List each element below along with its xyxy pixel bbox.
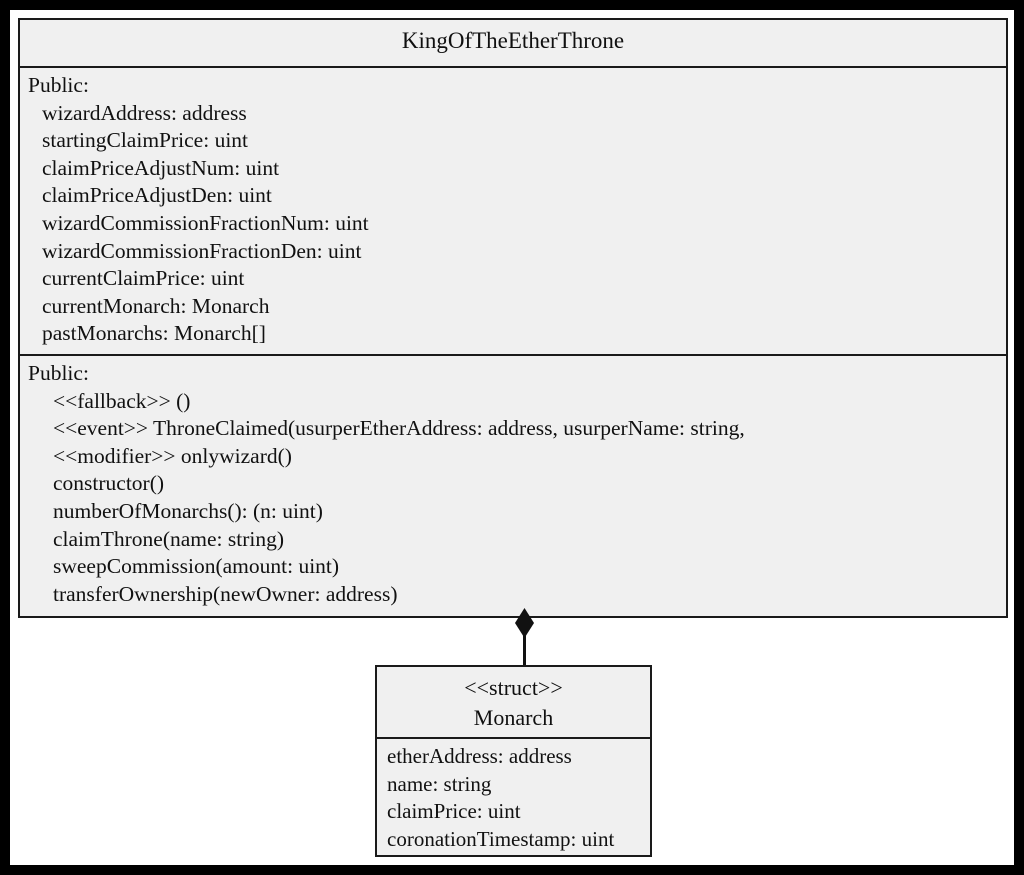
struct-fields-compartment: etherAddress: address name: string claim… — [377, 737, 650, 855]
struct-field-row: coronationTimestamp: uint — [387, 826, 615, 851]
struct-title-compartment: <<struct>> Monarch — [377, 667, 650, 737]
struct-name-label: Monarch — [473, 705, 554, 730]
attribute-row: wizardAddress: address — [42, 100, 247, 125]
struct-stereotype-label: <<struct>> — [464, 675, 563, 700]
class-methods-compartment: Public: <<fallback>> () <<event>> Throne… — [20, 354, 1006, 616]
class-name-label: KingOfTheEtherThrone — [401, 28, 625, 53]
attribute-row: claimPriceAdjustDen: uint — [42, 183, 272, 208]
method-row: <<fallback>> () — [53, 388, 191, 413]
attribute-row: wizardCommissionFractionDen: uint — [42, 238, 362, 263]
class-title-compartment: KingOfTheEtherThrone — [20, 20, 1006, 66]
method-row: sweepCommission(amount: uint) — [53, 554, 340, 579]
attributes-visibility-label: Public: — [28, 73, 89, 97]
method-row: <<event>> ThroneClaimed(usurperEtherAddr… — [53, 416, 745, 441]
filled-diamond-icon — [515, 608, 534, 638]
methods-visibility-label: Public: — [28, 361, 89, 385]
composition-relationship — [513, 608, 535, 668]
method-row: <<modifier>> onlywizard() — [53, 443, 292, 468]
method-row: transferOwnership(newOwner: address) — [53, 581, 398, 606]
attribute-row: startingClaimPrice: uint — [42, 128, 249, 153]
struct-field-row: claimPrice: uint — [387, 799, 521, 823]
diagram-canvas: KingOfTheEtherThrone Public: wizardAddre… — [10, 10, 1014, 865]
class-attributes-compartment: Public: wizardAddress: address startingC… — [20, 66, 1006, 354]
attribute-row: wizardCommissionFractionNum: uint — [42, 210, 369, 235]
struct-field-row: name: string — [387, 771, 492, 796]
attribute-row: pastMonarchs: Monarch[] — [42, 321, 266, 346]
method-row: constructor() — [53, 471, 165, 496]
method-row: claimThrone(name: string) — [53, 526, 285, 551]
struct-field-row: etherAddress: address — [387, 744, 572, 768]
struct-box-monarch[interactable]: <<struct>> Monarch etherAddress: address… — [375, 665, 652, 857]
composition-line — [523, 618, 526, 668]
attribute-row: currentMonarch: Monarch — [42, 293, 270, 318]
method-row: numberOfMonarchs(): (n: uint) — [53, 498, 323, 523]
class-box-king-of-the-ether-throne[interactable]: KingOfTheEtherThrone Public: wizardAddre… — [18, 18, 1008, 618]
attribute-row: claimPriceAdjustNum: uint — [42, 155, 280, 180]
attribute-row: currentClaimPrice: uint — [42, 266, 245, 291]
